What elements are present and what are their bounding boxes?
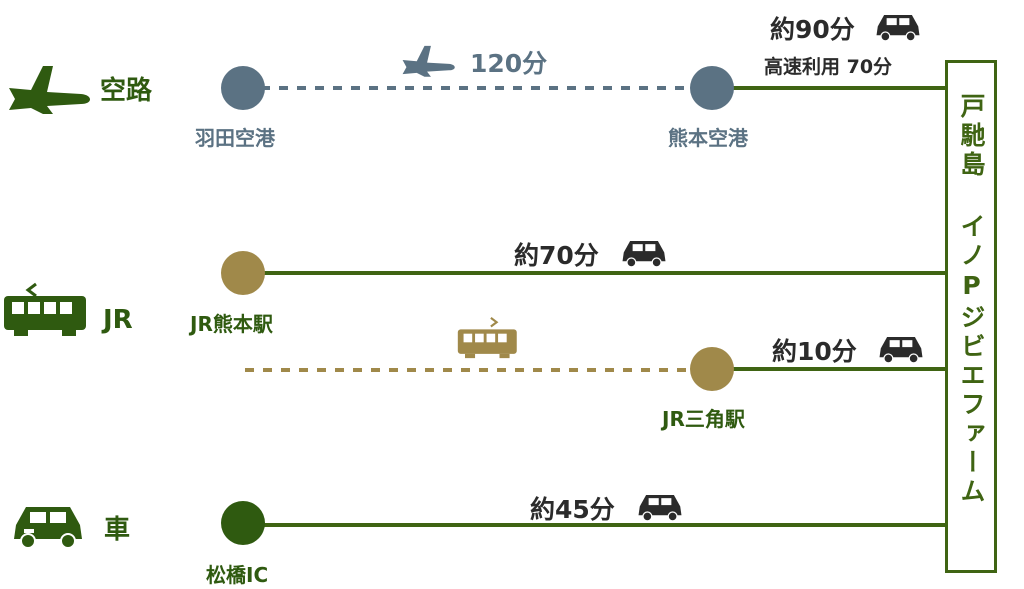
mode-label-car: 車 xyxy=(104,515,131,545)
destination-name: 戸馳島 イノPジビエファーム xyxy=(957,93,986,507)
matsubase-ic-node xyxy=(221,501,265,545)
mode-label-air: 空路 xyxy=(100,76,153,106)
flight-airplane-icon xyxy=(402,45,455,77)
kumamoto-car-time: 約70分 xyxy=(514,241,599,270)
airport-car-time: 約90分 xyxy=(770,15,855,44)
ic-car-time: 約45分 xyxy=(530,495,615,524)
rail-train-icon xyxy=(457,317,517,359)
car-icon xyxy=(14,507,82,549)
kumamoto-station-node xyxy=(221,251,265,295)
misumi-station-node xyxy=(690,347,734,391)
car-icon-kumamoto xyxy=(622,241,666,268)
train-icon xyxy=(4,282,86,336)
haneda-node xyxy=(221,66,265,110)
kumamoto-airport-node xyxy=(690,66,734,110)
station-kumamoto-airport: 熊本空港 xyxy=(668,126,748,150)
station-matsubase-ic: 松橋IC xyxy=(206,563,269,587)
destination-box: 戸馳島 イノPジビエファーム xyxy=(945,60,997,573)
mode-label-rail: JR xyxy=(103,305,133,335)
airplane-icon xyxy=(9,66,90,114)
flight-time: 120分 xyxy=(470,49,548,78)
station-kumamoto: JR熊本駅 xyxy=(190,312,273,336)
station-haneda: 羽田空港 xyxy=(195,126,275,150)
car-icon-misumi xyxy=(879,337,923,364)
station-misumi: JR三角駅 xyxy=(662,407,745,431)
misumi-car-time: 約10分 xyxy=(772,337,857,366)
car-icon-ic xyxy=(638,495,682,522)
airport-car-highway-time: 高速利用 70分 xyxy=(764,56,893,78)
car-icon-airport xyxy=(876,15,920,42)
